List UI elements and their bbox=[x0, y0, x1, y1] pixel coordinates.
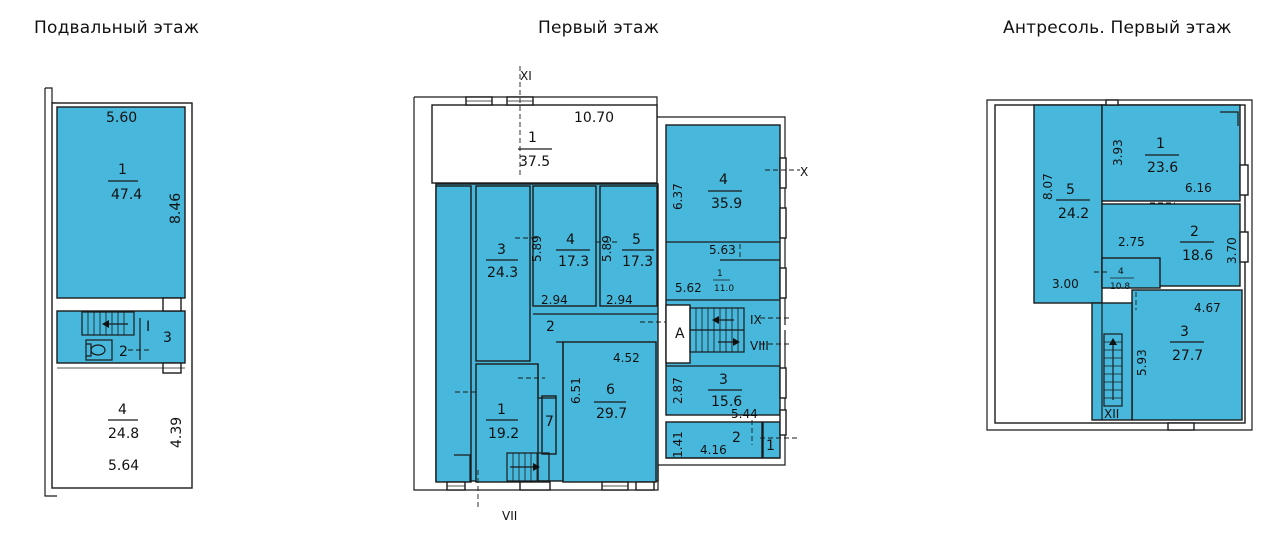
first-room-a-label: A bbox=[675, 326, 685, 342]
basement-room-1-width: 5.60 bbox=[106, 110, 137, 126]
first-room-6-area: 29.7 bbox=[596, 406, 627, 422]
first-room-5-area: 17.3 bbox=[622, 254, 653, 270]
mezzanine-room-4-number: 4 bbox=[1118, 267, 1124, 277]
first-room-2-dim-c: 4.52 bbox=[613, 351, 640, 365]
mezzanine-room-5-width: 3.00 bbox=[1052, 277, 1079, 291]
first-room-6-number: 6 bbox=[606, 382, 615, 398]
basement-stair-room bbox=[56, 310, 186, 364]
mezzanine-room-5-number: 5 bbox=[1066, 182, 1075, 198]
first-right-block bbox=[665, 124, 781, 416]
mezzanine-room-2-width: 2.75 bbox=[1118, 235, 1145, 249]
first-room-1-area: 37.5 bbox=[519, 154, 550, 170]
first-room-1b-number: 1 bbox=[497, 402, 506, 418]
toilet-icon bbox=[85, 339, 113, 361]
basement-room-4-depth: 4.39 bbox=[169, 417, 185, 448]
first-floor-plan: 1 37.5 10.70 3 24.3 5.89 4 17.3 5.89 5 1… bbox=[413, 66, 808, 523]
first-room-4r-depth: 6.37 bbox=[671, 183, 685, 210]
mezzanine-room-3-number: 3 bbox=[1180, 324, 1189, 340]
mezzanine-room-5-area: 24.2 bbox=[1058, 206, 1089, 222]
first-room-4-area: 17.3 bbox=[558, 254, 589, 270]
first-room-2-dim-b: 2.94 bbox=[606, 293, 633, 307]
first-room-3r-depth: 2.87 bbox=[671, 377, 685, 404]
first-room-1r-width-a: 5.63 bbox=[709, 243, 736, 257]
first-room-4-number: 4 bbox=[566, 232, 575, 248]
first-room-2-dim-a: 2.94 bbox=[541, 293, 568, 307]
mezzanine-room-5-depth: 8.07 bbox=[1041, 173, 1055, 200]
section-mark-x: X bbox=[800, 165, 808, 179]
section-mark-vii: VII bbox=[502, 509, 517, 523]
basement-section-mark: I bbox=[146, 319, 150, 335]
mezzanine-room-3-area: 27.7 bbox=[1172, 348, 1203, 364]
section-mark-xi: XI bbox=[520, 69, 532, 83]
basement-plan: 5.60 1 47.4 8.46 I 3 2 4 24.8 4.39 5.64 bbox=[44, 87, 193, 497]
first-room-3-number: 3 bbox=[497, 242, 506, 258]
mezzanine-plan: 8.07 5 24.2 3.00 3.93 1 23.6 6.16 2.75 2… bbox=[986, 99, 1253, 431]
mezzanine-room-2-number: 2 bbox=[1190, 224, 1199, 240]
first-room-2-right bbox=[665, 421, 763, 459]
first-room-6-depth: 6.51 bbox=[569, 377, 583, 404]
first-room-2r-depth: 1.41 bbox=[671, 431, 685, 458]
mezzanine-room-4 bbox=[1101, 257, 1161, 289]
mezzanine-room-3 bbox=[1131, 289, 1243, 421]
first-room-1-hall bbox=[431, 104, 658, 184]
first-room-1r-area: 11.0 bbox=[714, 284, 734, 294]
section-mark-xii: XII bbox=[1104, 407, 1119, 421]
first-room-3r-number: 3 bbox=[719, 372, 728, 388]
first-room-4 bbox=[532, 185, 597, 307]
first-room-4-depth: 5.89 bbox=[530, 235, 544, 262]
mezzanine-stairs bbox=[1103, 333, 1123, 407]
first-room-3-area: 24.3 bbox=[487, 265, 518, 281]
mezzanine-room-1-width: 6.16 bbox=[1185, 181, 1212, 195]
first-room-1-number: 1 bbox=[528, 130, 537, 146]
first-room-3r-width: 5.44 bbox=[731, 407, 758, 421]
basement-room-3-number: 3 bbox=[163, 330, 172, 346]
first-room-1b-area: 19.2 bbox=[488, 426, 519, 442]
mezzanine-room-2-area: 18.6 bbox=[1182, 248, 1213, 264]
basement-room-1-depth: 8.46 bbox=[168, 193, 184, 224]
mezzanine-room-3-width: 4.67 bbox=[1194, 301, 1221, 315]
first-room-3r-area: 15.6 bbox=[711, 394, 742, 410]
first-room-3 bbox=[475, 185, 531, 362]
basement-room-2-number: 2 bbox=[119, 344, 128, 360]
first-room-1r-width-b: 5.62 bbox=[675, 281, 702, 295]
basement-room-1-number: 1 bbox=[118, 162, 127, 178]
first-room-1rr-number: 1 bbox=[766, 438, 775, 454]
mezzanine-room-1-depth: 3.93 bbox=[1111, 139, 1125, 166]
first-floor-plan-title: Первый этаж bbox=[538, 18, 660, 38]
first-room-1-width: 10.70 bbox=[574, 110, 614, 126]
basement-room-4-area: 24.8 bbox=[108, 426, 139, 442]
first-room-4r-number: 4 bbox=[719, 172, 728, 188]
mezzanine-room-3-depth: 5.93 bbox=[1135, 349, 1149, 376]
mezzanine-room-4-area: 10.8 bbox=[1110, 282, 1130, 292]
first-room-5-number: 5 bbox=[632, 232, 641, 248]
mezzanine-plan-title: Антресоль. Первый этаж bbox=[1003, 18, 1232, 38]
first-room-4r-area: 35.9 bbox=[711, 196, 742, 212]
mezzanine-room-2-depth: 3.70 bbox=[1225, 237, 1239, 264]
section-mark-ix: IX bbox=[750, 313, 762, 327]
basement-room-4-width: 5.64 bbox=[108, 458, 139, 474]
mezzanine-room-1-area: 23.6 bbox=[1147, 160, 1178, 176]
first-room-2-number: 2 bbox=[546, 319, 555, 335]
first-room-1r-number: 1 bbox=[717, 269, 723, 279]
basement-room-4-number: 4 bbox=[118, 402, 127, 418]
basement-plan-title: Подвальный этаж bbox=[34, 18, 200, 38]
first-room-2r-width: 4.16 bbox=[700, 443, 727, 457]
basement-room-1-area: 47.4 bbox=[111, 187, 142, 203]
first-room-5-depth: 5.89 bbox=[600, 235, 614, 262]
first-room-7-number: 7 bbox=[545, 414, 554, 430]
first-room-5 bbox=[599, 185, 658, 307]
first-stairs-right bbox=[689, 307, 745, 353]
mezzanine-room-1-number: 1 bbox=[1156, 136, 1165, 152]
first-stairs-bottom bbox=[506, 452, 550, 482]
mezzanine-room-1 bbox=[1101, 104, 1241, 202]
basement-room-1 bbox=[56, 106, 186, 299]
basement-stairs bbox=[81, 311, 135, 336]
mezzanine-room-5 bbox=[1033, 104, 1103, 304]
first-room-2r-number: 2 bbox=[732, 430, 741, 446]
section-mark-viii: VIII bbox=[750, 339, 769, 353]
